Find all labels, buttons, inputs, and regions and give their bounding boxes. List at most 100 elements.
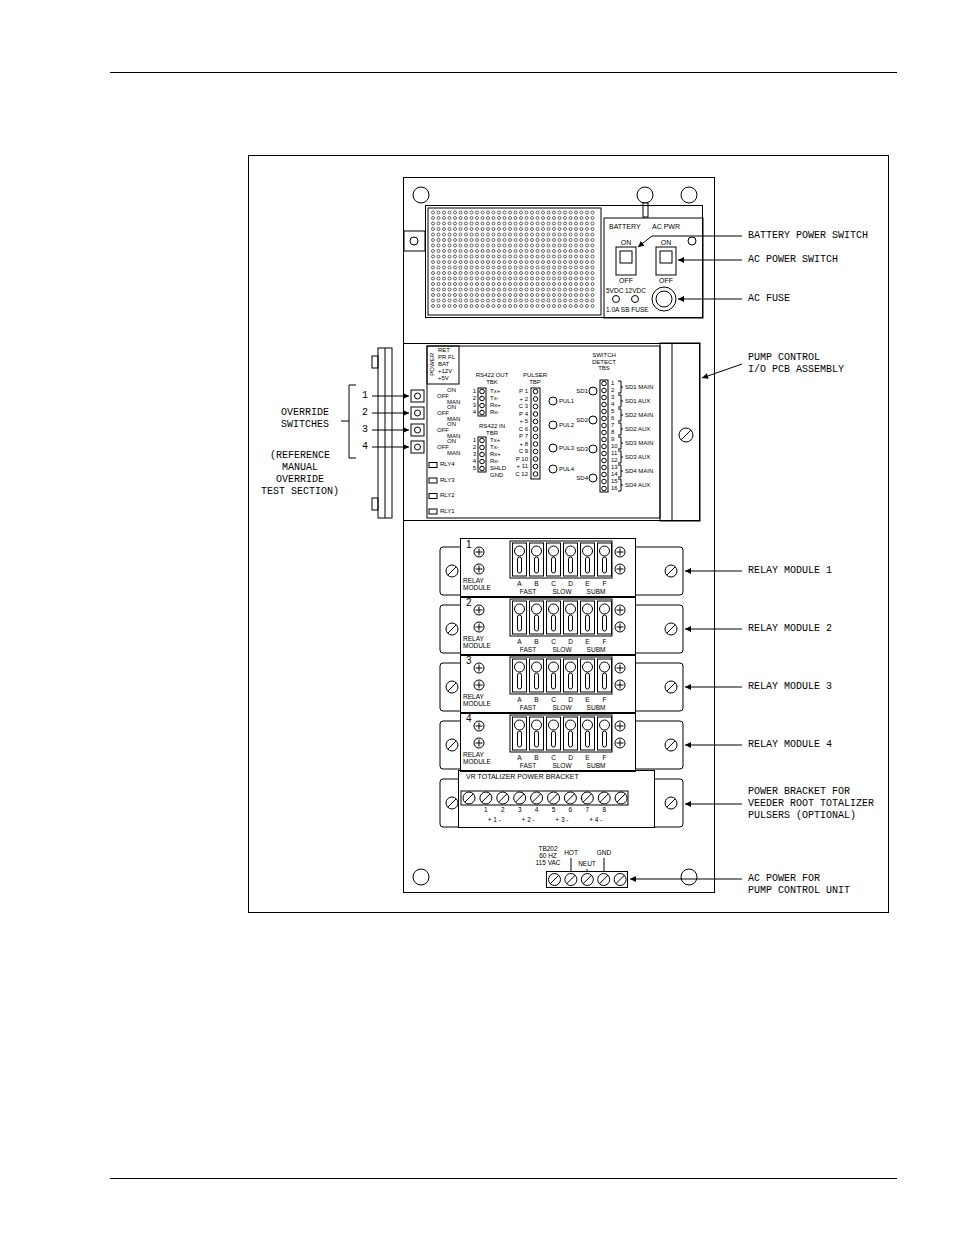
terminal-screw bbox=[474, 738, 484, 748]
vent-hole bbox=[553, 266, 556, 269]
component-label: PUL3 bbox=[559, 445, 574, 452]
relay-terminal-slot bbox=[603, 673, 607, 689]
vent-hole bbox=[443, 288, 446, 291]
vent-hole bbox=[432, 233, 435, 236]
vent-hole bbox=[525, 233, 528, 236]
vent-hole bbox=[465, 288, 468, 291]
screw-slot bbox=[583, 794, 591, 802]
vent-hole bbox=[487, 294, 490, 297]
screw bbox=[565, 874, 577, 886]
vent-hole bbox=[432, 217, 435, 220]
vent-hole bbox=[580, 299, 583, 302]
relay-terminal bbox=[564, 543, 578, 576]
relay-module: 1RELAY MODULEABCDEFFASTSLOWSUBM bbox=[460, 538, 636, 598]
vent-hole bbox=[465, 272, 468, 275]
vent-hole bbox=[575, 217, 578, 220]
relay-terminal bbox=[513, 717, 527, 750]
relay-terminal-screw bbox=[566, 720, 576, 730]
component-label: RLY1 bbox=[440, 508, 455, 515]
battery-switch bbox=[616, 247, 636, 275]
text-line: I/O PCB ASSEMBLY bbox=[748, 364, 844, 376]
pulser-led bbox=[549, 444, 557, 452]
component-label: ON bbox=[661, 239, 672, 247]
component-label: B bbox=[534, 580, 538, 587]
vent-hole bbox=[558, 288, 561, 291]
terminal-pin bbox=[480, 459, 485, 464]
vent-hole bbox=[459, 250, 462, 253]
vent-hole bbox=[536, 299, 539, 302]
vent-hole bbox=[514, 228, 517, 231]
vent-hole bbox=[481, 222, 484, 225]
component-label: NEUT bbox=[578, 860, 596, 867]
vent-hole bbox=[520, 266, 523, 269]
vent-hole bbox=[514, 233, 517, 236]
bracket-plate-fill bbox=[458, 770, 655, 828]
terminal-pin bbox=[602, 458, 607, 463]
terminal-pin bbox=[602, 388, 607, 393]
vent-hole bbox=[564, 305, 567, 308]
vent-hole bbox=[476, 272, 479, 275]
vent-hole bbox=[481, 244, 484, 247]
vent-hole bbox=[470, 266, 473, 269]
vent-hole bbox=[448, 277, 451, 280]
vent-hole bbox=[498, 233, 501, 236]
pulser-led bbox=[549, 421, 557, 429]
component-label: 1 bbox=[611, 380, 614, 387]
relay-terminal-screw bbox=[600, 720, 610, 730]
text-line: MODULE bbox=[463, 642, 491, 649]
vent-hole bbox=[536, 233, 539, 236]
component-label: F bbox=[603, 754, 607, 761]
vent-hole bbox=[591, 261, 594, 264]
component-label: 6 bbox=[569, 806, 573, 813]
vent-hole bbox=[437, 272, 440, 275]
screw bbox=[531, 792, 543, 804]
vent-hole bbox=[476, 217, 479, 220]
vent-hole bbox=[459, 255, 462, 258]
vent-hole bbox=[459, 305, 462, 308]
vent-hole bbox=[569, 228, 572, 231]
vent-hole bbox=[503, 283, 506, 286]
vent-hole bbox=[487, 283, 490, 286]
vent-hole bbox=[476, 266, 479, 269]
screw bbox=[549, 874, 561, 886]
vent-hole bbox=[531, 288, 534, 291]
relay-terminal-screw bbox=[583, 720, 593, 730]
terminal-pin bbox=[602, 486, 607, 491]
switch-panel bbox=[604, 218, 703, 318]
screw bbox=[598, 874, 610, 886]
vent-hole bbox=[448, 288, 451, 291]
text-line: MODULE bbox=[463, 700, 491, 707]
vent-hole bbox=[580, 222, 583, 225]
component-label: SD3 AUX bbox=[625, 454, 650, 461]
vent-hole bbox=[547, 211, 550, 214]
screw-slot bbox=[499, 794, 507, 802]
relay-terminal-slot bbox=[535, 557, 539, 573]
mounting-hole bbox=[637, 187, 653, 203]
vent-hole bbox=[503, 266, 506, 269]
component-label: 14 bbox=[611, 471, 618, 478]
vent-hole bbox=[487, 277, 490, 280]
vent-hole bbox=[481, 299, 484, 302]
callout-label: BATTERY POWER SWITCH bbox=[748, 230, 868, 242]
vent-hole bbox=[575, 239, 578, 242]
leader-line bbox=[678, 260, 742, 261]
vent-hole bbox=[437, 250, 440, 253]
vent-hole bbox=[470, 250, 473, 253]
vent-hole bbox=[564, 272, 567, 275]
component-label: 1 bbox=[473, 437, 476, 444]
fuse-cap bbox=[656, 291, 672, 307]
vent-hole bbox=[564, 239, 567, 242]
component-label: 2 bbox=[466, 597, 472, 608]
vent-hole bbox=[514, 261, 517, 264]
vent-hole bbox=[525, 266, 528, 269]
vent-hole bbox=[503, 305, 506, 308]
relay-terminal bbox=[547, 543, 561, 576]
vent-hole bbox=[448, 305, 451, 308]
component-label: 3 bbox=[473, 451, 476, 458]
component-label: C bbox=[551, 580, 556, 587]
callout-label: AC FUSE bbox=[748, 293, 790, 305]
screw-slot bbox=[667, 567, 675, 575]
vent-hole bbox=[443, 266, 446, 269]
vent-hole bbox=[448, 255, 451, 258]
terminal-pin bbox=[602, 465, 607, 470]
